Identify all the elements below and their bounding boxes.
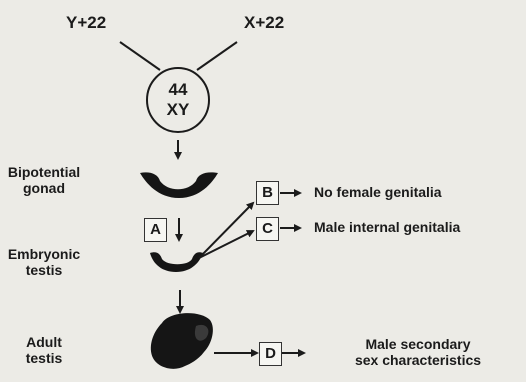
label-box-D: D bbox=[259, 342, 282, 366]
outcome-C: Male internal genitalia bbox=[314, 219, 461, 235]
arrow-to-B bbox=[198, 201, 255, 259]
embryonic-label-line1: Embryonic bbox=[7, 246, 81, 262]
outcome-D: Male secondary sex characteristics bbox=[318, 336, 518, 368]
arrow-to-C bbox=[198, 230, 255, 259]
outcome-B: No female genitalia bbox=[314, 184, 442, 200]
embryonic-testis-shape bbox=[150, 252, 203, 272]
adult-testis-label: Adult testis bbox=[4, 334, 84, 366]
adult-testis-shape bbox=[150, 313, 213, 369]
outcome-D-line1: Male secondary bbox=[365, 336, 471, 352]
zygote-chromosomes: XY bbox=[166, 100, 190, 119]
bipotential-label-line2: gonad bbox=[23, 180, 65, 197]
adult-label-line2: testis bbox=[25, 350, 63, 367]
label-box-B: B bbox=[256, 181, 279, 205]
bipotential-gonad-shape bbox=[140, 172, 218, 198]
bipotential-gonad-label: Bipotential gonad bbox=[4, 164, 84, 196]
zygote-count: 44 bbox=[168, 80, 188, 99]
embryonic-label-line2: testis bbox=[25, 262, 63, 279]
adult-testis-epididymis bbox=[194, 324, 209, 341]
embryonic-testis-label: Embryonic testis bbox=[4, 246, 84, 278]
bipotential-label-line1: Bipotential bbox=[7, 164, 81, 180]
adult-label-line1: Adult bbox=[26, 334, 62, 350]
egg-karyotype: X+22 bbox=[244, 13, 285, 32]
outcome-D-line2: sex characteristics bbox=[354, 352, 482, 369]
sperm-line bbox=[119, 41, 161, 71]
label-box-C: C bbox=[256, 217, 279, 241]
egg-line bbox=[196, 41, 238, 71]
label-box-A: A bbox=[144, 218, 167, 242]
zygote-circle bbox=[146, 67, 210, 133]
sperm-karyotype: Y+22 bbox=[66, 13, 107, 32]
